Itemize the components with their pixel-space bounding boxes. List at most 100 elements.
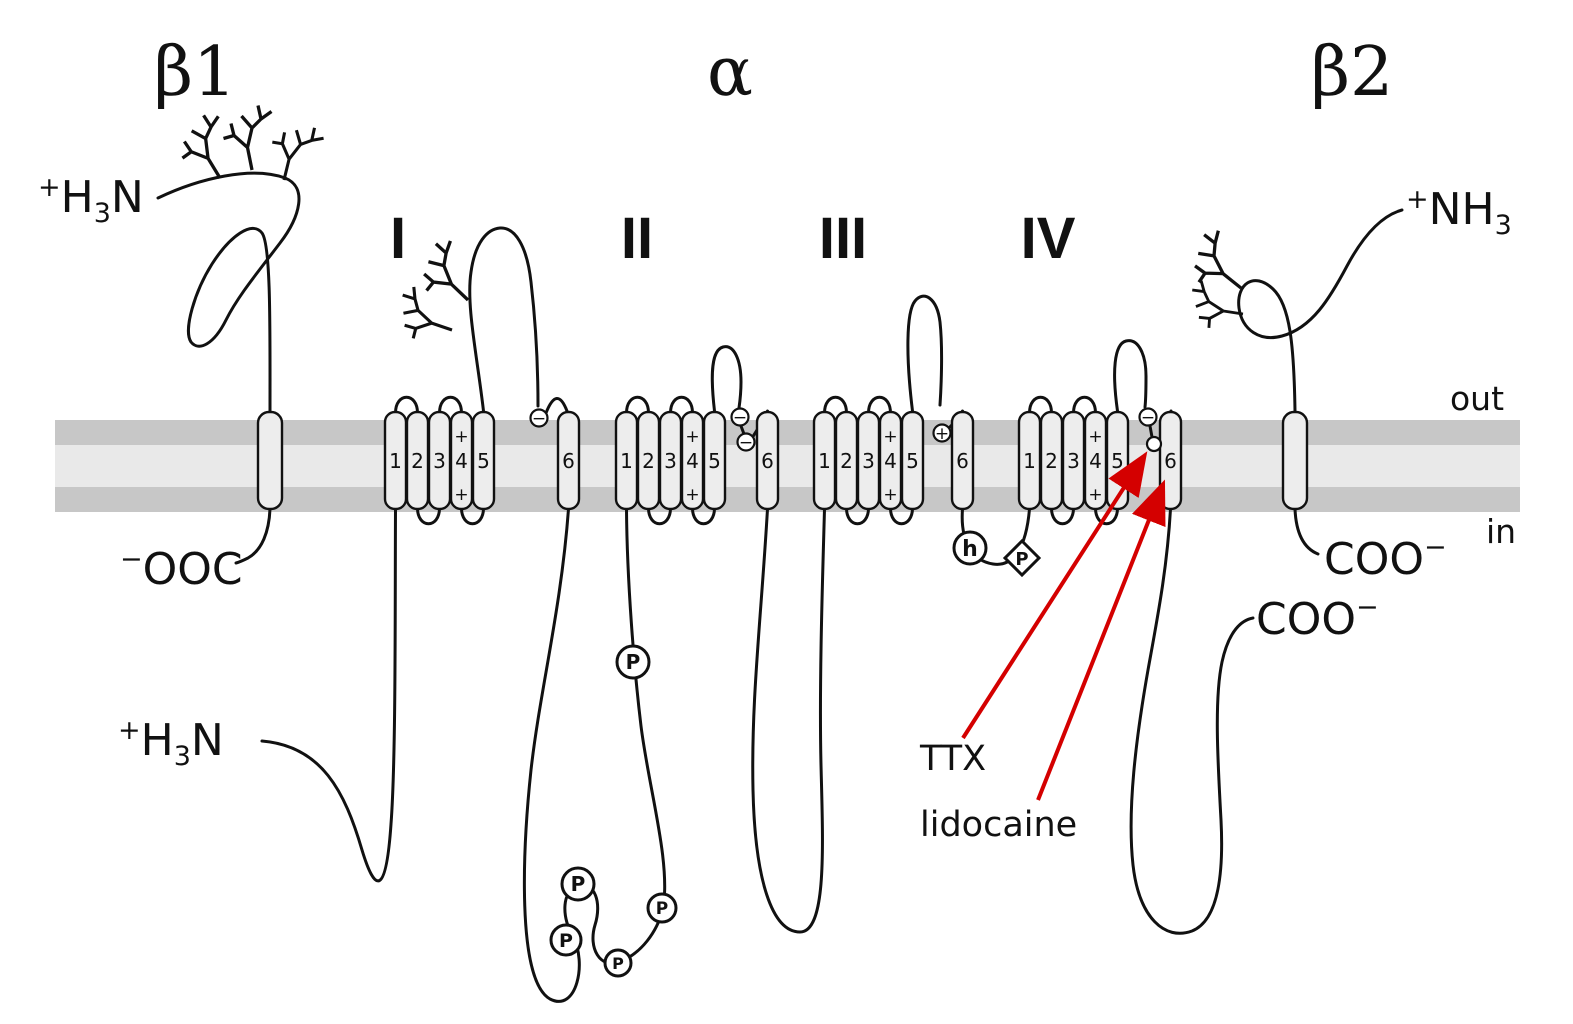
ttx-label: TTX — [919, 739, 986, 779]
beta1-title: β1 — [154, 33, 237, 112]
pore-neutral-circle — [1145, 435, 1163, 453]
segment-number: 3 — [862, 449, 875, 473]
alpha-n-terminus-line — [260, 508, 397, 883]
beta2-cytoplasmic-tail — [1293, 507, 1320, 556]
glycan-icon — [385, 282, 463, 355]
domain3-loop-arcs — [823, 395, 914, 526]
domain2-domain3-linker — [751, 507, 826, 934]
phosphorylation-site — [615, 644, 651, 680]
beta1-n-terminus-label: +H3N — [38, 172, 144, 229]
phosphorylation-label: P — [626, 650, 641, 674]
domain-label-IV: IV — [1021, 206, 1076, 271]
segment-number: 1 — [1023, 449, 1036, 473]
domain2-loop-arcs — [625, 395, 716, 526]
minus-charge: − — [733, 408, 747, 428]
chem-n: N — [191, 715, 224, 766]
inactivation-gate-label: h — [962, 537, 978, 562]
phosphorylation-site — [549, 923, 583, 957]
domain1-loop-arcs — [394, 395, 485, 526]
segment-II-S6 — [755, 410, 780, 511]
chem-n: N — [111, 172, 144, 223]
membrane-in-label: in — [1486, 512, 1516, 551]
glycan-icon — [406, 234, 486, 318]
segment-number: 1 — [389, 449, 402, 473]
superscript-plus: + — [38, 172, 61, 203]
segment-number: 5 — [708, 449, 721, 473]
domain4-loop-arcs — [1028, 395, 1119, 526]
lidocaine-arrow — [1036, 479, 1166, 801]
labels: β1 α β2 I II III IV out in +H3N +H3N +NH… — [38, 33, 1516, 845]
segment-number: 4 — [1089, 449, 1102, 473]
pore-charge-circle — [736, 432, 756, 452]
segment-I-S6 — [556, 410, 581, 511]
phosphorylation-label: P — [656, 899, 668, 919]
lidocaine-label: lidocaine — [920, 805, 1077, 845]
segment-number: 2 — [642, 449, 655, 473]
beta1-c-terminus-label: −OOC — [120, 544, 243, 595]
regulatory-sites: P P P P P h P — [549, 530, 1042, 978]
domain-label-III: III — [819, 206, 867, 271]
glycan-icon — [1176, 224, 1258, 308]
minus-charge: − — [532, 409, 546, 429]
segment-number: 3 — [433, 449, 446, 473]
membrane — [55, 420, 1520, 512]
beta1-extracellular-loop — [156, 171, 301, 413]
beta2-title: β2 — [1311, 33, 1394, 112]
alpha-c-terminus-label: COO− — [1256, 592, 1379, 645]
minus-charge: − — [1141, 408, 1155, 428]
segment-III-S5 — [900, 410, 925, 511]
segment-III-S6 — [950, 410, 975, 511]
transmembrane-segments — [256, 410, 1309, 511]
segment-number: 1 — [818, 449, 831, 473]
pore-charge-circle — [1138, 407, 1158, 427]
voltage-sensor-plus: + — [685, 427, 699, 447]
membrane-inner-leaflet — [55, 487, 1520, 512]
alpha-title: α — [707, 33, 753, 112]
chem-nh: NH — [1429, 184, 1495, 235]
voltage-sensor-plus: + — [883, 427, 897, 447]
chem-h: H — [61, 172, 94, 223]
segment-number: 5 — [477, 449, 490, 473]
voltage-sensor-plus: + — [454, 485, 468, 505]
ttx-arrow — [961, 451, 1148, 740]
phosphorylation-label: P — [571, 872, 586, 896]
chem-ooc: OOC — [143, 544, 243, 595]
pore-charge-circle — [932, 423, 952, 443]
pkc-phosphorylation-diamond — [1002, 538, 1042, 578]
membrane-core — [55, 445, 1520, 487]
phosphorylation-site — [646, 892, 678, 924]
phosphorylation-label: P — [1015, 549, 1028, 570]
phosphorylation-site — [603, 948, 633, 978]
alpha-n-terminus-label: +H3N — [118, 715, 224, 772]
membrane-outer-leaflet — [55, 420, 1520, 445]
glycan-icon — [258, 112, 328, 190]
segment-number: 4 — [686, 449, 699, 473]
beta2-n-terminus-label: +NH3 — [1406, 184, 1512, 241]
segment-number: 6 — [761, 449, 774, 473]
glycan-icon — [221, 103, 274, 172]
beta2-c-terminus-label: COO− — [1324, 532, 1447, 585]
domain1-domain2-linker — [522, 507, 667, 1003]
superscript-plus: + — [1406, 184, 1429, 215]
segment-number: 4 — [455, 449, 468, 473]
voltage-sensor-plus: + — [883, 485, 897, 505]
pore-residues: − − − + − — [529, 407, 1163, 453]
segment-number: 3 — [664, 449, 677, 473]
voltage-sensor-plus: + — [1088, 427, 1102, 447]
domain-label-II: II — [621, 206, 653, 271]
glycans — [169, 103, 1258, 355]
phosphorylation-label: P — [612, 954, 624, 973]
alpha-c-terminus-line — [1129, 507, 1255, 935]
phosphorylation-label: P — [559, 930, 573, 952]
domain1-pore-loop — [468, 226, 569, 415]
segment-number: 3 — [1067, 449, 1080, 473]
segment-number: 5 — [1111, 449, 1124, 473]
pore-charge-circle — [529, 408, 549, 428]
segment-number: 6 — [956, 449, 969, 473]
domain3-pore-loop — [906, 294, 964, 430]
chem-coo: COO — [1324, 534, 1424, 585]
drug-arrows — [961, 451, 1166, 801]
segment-number: 6 — [1164, 449, 1177, 473]
